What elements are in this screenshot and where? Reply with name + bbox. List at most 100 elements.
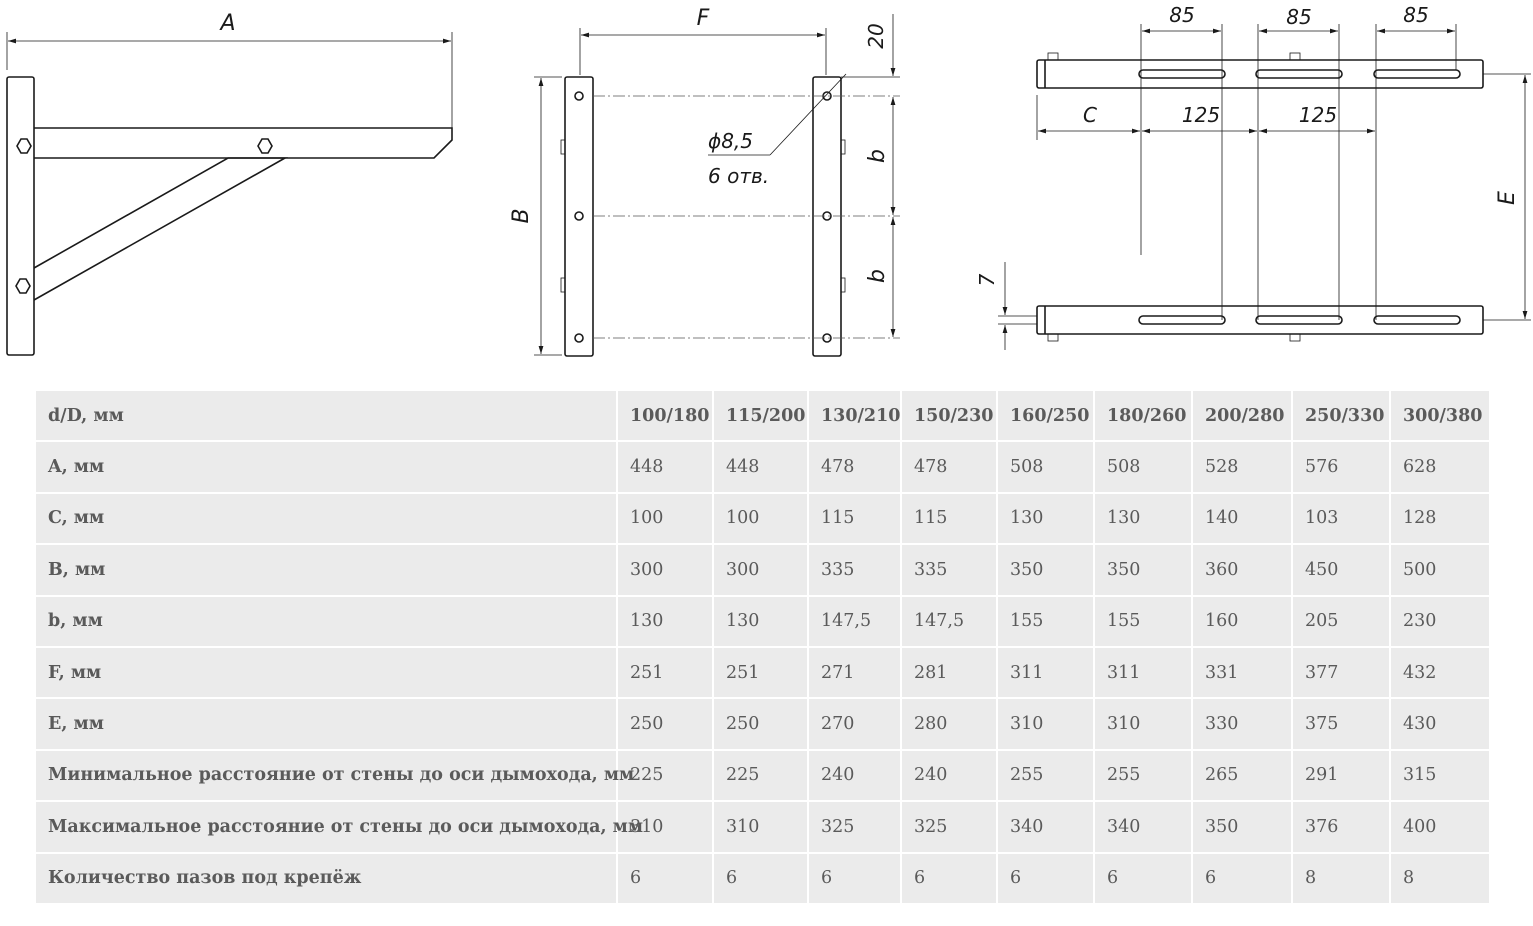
table-cell: 225: [618, 750, 714, 803]
table-cell: 500: [1391, 545, 1489, 597]
row-label-cell: b, мм: [36, 596, 618, 648]
side-view: A: [6, 11, 453, 356]
table-cell: 205: [1293, 596, 1391, 648]
dim-125-2-label: 125: [1299, 103, 1337, 127]
table-cell: 350: [1095, 545, 1193, 597]
table-cell: 432: [1391, 647, 1489, 700]
table-cell: 315: [1391, 750, 1489, 803]
table-cell: 6: [1095, 853, 1193, 905]
dim-125-1-label: 125: [1182, 103, 1220, 127]
table-cell: 6: [902, 853, 998, 905]
row-label-cell: B, мм: [36, 545, 618, 597]
table-cell: 255: [1095, 750, 1193, 803]
table-cell: 400: [1391, 802, 1489, 854]
header-size-cell: 150/230: [902, 391, 998, 443]
top-view: 85 85 85 C 125 125 E: [975, 3, 1531, 350]
table-cell: 155: [1095, 596, 1193, 648]
table-cell: 271: [809, 647, 902, 700]
table-cell: 128: [1391, 493, 1489, 546]
header-size-cell: 130/210: [809, 391, 902, 443]
table-cell: 130: [1095, 493, 1193, 546]
table-cell: 450: [1293, 545, 1391, 597]
table-cell: 300: [618, 545, 714, 597]
table-cell: 330: [1193, 699, 1293, 751]
table-cell: 331: [1193, 647, 1293, 700]
table-cell: 576: [1293, 442, 1391, 494]
dim-e-label: E: [1495, 191, 1520, 205]
header-size-cell: 300/380: [1391, 391, 1489, 443]
table-cell: 325: [902, 802, 998, 854]
table-cell: 478: [902, 442, 998, 494]
row-label-cell: F, мм: [36, 647, 618, 700]
table-cell: 281: [902, 647, 998, 700]
table-cell: 377: [1293, 647, 1391, 700]
table-cell: 508: [998, 442, 1095, 494]
row-label-cell: A, мм: [36, 442, 618, 494]
dim-c-label: C: [1083, 103, 1097, 127]
table-row: Максимальное расстояние от стены до оси …: [36, 802, 1489, 854]
table-cell: 350: [1193, 802, 1293, 854]
table-cell: 310: [618, 802, 714, 854]
table-cell: 140: [1193, 493, 1293, 546]
table-cell: 6: [618, 853, 714, 905]
table-cell: 335: [809, 545, 902, 597]
table-cell: 225: [714, 750, 809, 803]
table-cell: 280: [902, 699, 998, 751]
table-cell: 300: [714, 545, 809, 597]
row-label-cell: E, мм: [36, 699, 618, 751]
table-cell: 230: [1391, 596, 1489, 648]
table-cell: 160: [1193, 596, 1293, 648]
table-cell: 8: [1391, 853, 1489, 905]
table-cell: 147,5: [902, 596, 998, 648]
bracket-drawings-svg: A F B: [6, 3, 1531, 357]
hole-count-label: 6 отв.: [708, 164, 769, 188]
table-cell: 448: [618, 442, 714, 494]
table-cell: 240: [902, 750, 998, 803]
table-cell: 130: [714, 596, 809, 648]
table-cell: 155: [998, 596, 1095, 648]
row-label-cell: Количество пазов под крепёж: [36, 853, 618, 905]
table-cell: 130: [618, 596, 714, 648]
table-cell: 251: [714, 647, 809, 700]
table-cell: 376: [1293, 802, 1391, 854]
table-cell: 310: [1095, 699, 1193, 751]
table-cell: 325: [809, 802, 902, 854]
table-cell: 311: [998, 647, 1095, 700]
table-cell: 250: [714, 699, 809, 751]
table-row: Минимальное расстояние от стены до оси д…: [36, 750, 1489, 803]
dim-b-label: B: [509, 208, 534, 223]
table-cell: 430: [1391, 699, 1489, 751]
table-cell: 115: [902, 493, 998, 546]
header-size-cell: 200/280: [1193, 391, 1293, 443]
table-cell: 375: [1293, 699, 1391, 751]
header-size-cell: 160/250: [998, 391, 1095, 443]
table-cell: 350: [998, 545, 1095, 597]
table-cell: 448: [714, 442, 809, 494]
table-cell: 310: [998, 699, 1095, 751]
row-label-cell: Максимальное расстояние от стены до оси …: [36, 802, 643, 854]
table-cell: 528: [1193, 442, 1293, 494]
table-cell: 100: [618, 493, 714, 546]
table-cell: 360: [1193, 545, 1293, 597]
table-cell: 340: [998, 802, 1095, 854]
table-cell: 310: [714, 802, 809, 854]
table-cell: 6: [809, 853, 902, 905]
row-label-cell: C, мм: [36, 493, 618, 546]
table-cell: 6: [998, 853, 1095, 905]
row-label-cell: Минимальное расстояние от стены до оси д…: [36, 750, 634, 803]
table-cell: 311: [1095, 647, 1193, 700]
table-cell: 100: [714, 493, 809, 546]
table-cell: 6: [714, 853, 809, 905]
dim-85-1-label: 85: [1169, 3, 1194, 27]
header-size-cell: 180/260: [1095, 391, 1193, 443]
header-label-cell: d/D, мм: [36, 391, 618, 443]
technical-drawings: A F B: [0, 0, 1533, 385]
table-cell: 8: [1293, 853, 1391, 905]
